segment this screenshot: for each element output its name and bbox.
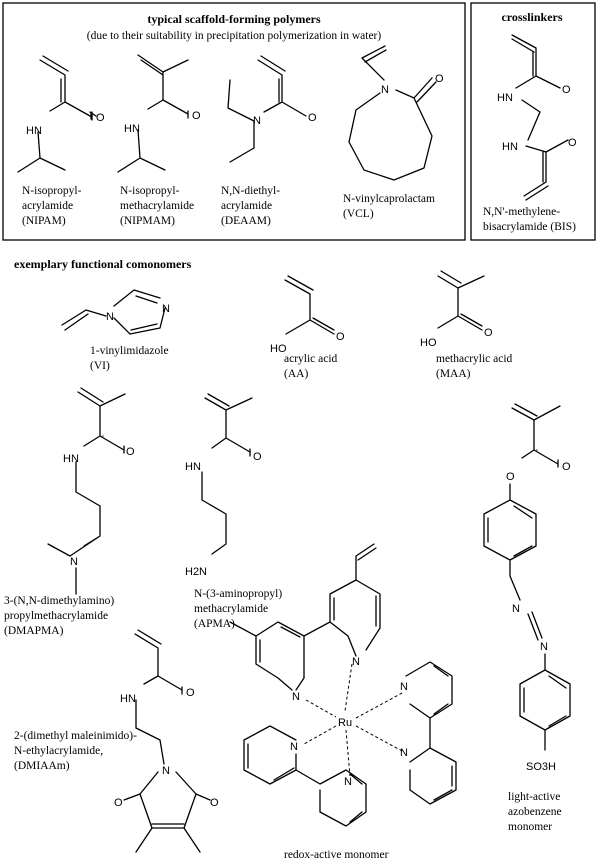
- crosslinkers-title: crosslinkers: [501, 10, 562, 24]
- nipam-label-2: acrylamide: [22, 200, 73, 212]
- ru-complex-structure: N N Ru N N N N: [229, 543, 457, 827]
- atom-ru: Ru: [338, 717, 352, 729]
- atom-so3h: SO3H: [526, 761, 556, 773]
- comonomers-title: exemplary functional comonomers: [14, 257, 192, 271]
- apma-label-1: N-(3-aminopropyl): [194, 588, 282, 600]
- nipam-structure: HN O: [17, 55, 105, 173]
- atom-o: O: [126, 446, 135, 458]
- atom-n: N: [162, 765, 170, 777]
- scaffold-title: typical scaffold-forming polymers: [147, 12, 321, 26]
- atom-hn: HN: [185, 461, 201, 473]
- atom-o: O: [562, 84, 571, 96]
- atom-ho: HO: [420, 337, 437, 349]
- vi-label-1: 1-vinylimidazole: [90, 345, 169, 357]
- nipam-label-3: (NIPAM): [22, 215, 66, 227]
- nipmam-structure: HN O: [117, 54, 201, 173]
- vcl-label-2: (VCL): [343, 208, 374, 220]
- atom-n: N: [352, 656, 360, 668]
- apma-label-3: (APMA): [194, 618, 235, 630]
- aa-label-2: (AA): [284, 368, 308, 380]
- atom-n: N: [253, 115, 261, 127]
- apma-structure: HN O H2N: [185, 393, 262, 578]
- bis-label-2: bisacrylamide (BIS): [483, 221, 576, 233]
- atom-n: N: [400, 747, 408, 759]
- atom-o: O: [96, 112, 105, 124]
- aa-structure: HO O: [270, 275, 345, 355]
- atom-o: O: [435, 73, 444, 85]
- maa-structure: HO O: [420, 270, 493, 349]
- vi-structure: N N: [61, 289, 170, 335]
- dmiaam-label-1: 2-(dimethyl maleinimido)-: [14, 730, 137, 742]
- atom-o: O: [484, 327, 493, 339]
- atom-n: N: [106, 311, 114, 323]
- apma-label-2: methacrylamide: [194, 603, 268, 615]
- nipmam-label-2: methacrylamide: [120, 200, 194, 212]
- vcl-label-1: N-vinylcaprolactam: [343, 193, 435, 205]
- atom-hn: HN: [63, 453, 79, 465]
- maa-label-2: (MAA): [436, 368, 471, 380]
- atom-o: O: [192, 110, 201, 122]
- atom-o: O: [186, 687, 195, 699]
- atom-hn: HN: [124, 123, 140, 135]
- atom-o: O: [562, 461, 571, 473]
- deaam-label-2: acrylamide: [221, 200, 272, 212]
- atom-n: N: [512, 603, 520, 615]
- vcl-structure: N O: [348, 45, 444, 181]
- atom-n: N: [400, 681, 408, 693]
- vi-label-2: (VI): [90, 360, 110, 372]
- atom-h2n: H2N: [185, 566, 207, 578]
- azo-label-2: azobenzene: [508, 806, 562, 818]
- dmapma-label-2: propylmethacrylamide: [4, 610, 108, 622]
- atom-n: N: [162, 303, 170, 315]
- atom-n: N: [540, 641, 548, 653]
- maa-label-1: methacrylic acid: [436, 353, 513, 365]
- scaffold-box: [2, 2, 466, 241]
- atom-hn: HN: [502, 141, 518, 153]
- azo-label-3: monomer: [508, 821, 552, 833]
- dmapma-structure: HN O N: [47, 387, 135, 595]
- aa-label-1: acrylic acid: [284, 353, 338, 365]
- bis-label-1: N,N'-methylene-: [483, 206, 560, 218]
- atom-n: N: [292, 691, 300, 703]
- atom-o: O: [210, 797, 219, 809]
- dmiaam-label-2: N-ethylacrylamide,: [14, 745, 103, 757]
- atom-n: N: [290, 741, 298, 753]
- atom-o: O: [336, 331, 345, 343]
- atom-hn: HN: [497, 92, 513, 104]
- dmapma-label-3: (DMAPMA): [4, 625, 64, 637]
- atom-o: O: [308, 112, 317, 124]
- atom-n: N: [70, 556, 78, 568]
- crosslinker-box: [470, 2, 596, 241]
- ru-label: redox-active monomer: [284, 849, 389, 861]
- dmiaam-structure: HN O N O O: [114, 629, 219, 853]
- scaffold-subtitle: (due to their suitability in precipitati…: [87, 30, 382, 42]
- atom-o: O: [506, 471, 515, 483]
- deaam-label-3: (DEAAM): [221, 215, 271, 227]
- atom-o: O: [114, 797, 123, 809]
- atom-o: O: [253, 451, 262, 463]
- dmiaam-label-3: (DMIAAm): [14, 760, 70, 772]
- azo-label-1: light-active: [508, 791, 560, 803]
- bis-structure: HN O HN O: [497, 34, 577, 201]
- azobenzene-structure: O O N N SO3H: [483, 403, 571, 773]
- deaam-label-1: N,N-diethyl-: [221, 185, 280, 197]
- atom-n: N: [381, 84, 389, 96]
- atom-n: N: [344, 776, 352, 788]
- nipam-label-1: N-isopropyl-: [22, 185, 82, 197]
- nipmam-label-1: N-isopropyl-: [120, 185, 180, 197]
- dmapma-label-1: 3-(N,N-dimethylamino): [4, 595, 114, 607]
- atom-ho: HO: [270, 343, 287, 355]
- nipmam-label-3: (NIPMAM): [120, 215, 175, 227]
- atom-o: O: [568, 137, 577, 149]
- atom-hn: HN: [26, 125, 42, 137]
- atom-hn: HN: [120, 693, 136, 705]
- deaam-structure: N O: [227, 55, 317, 163]
